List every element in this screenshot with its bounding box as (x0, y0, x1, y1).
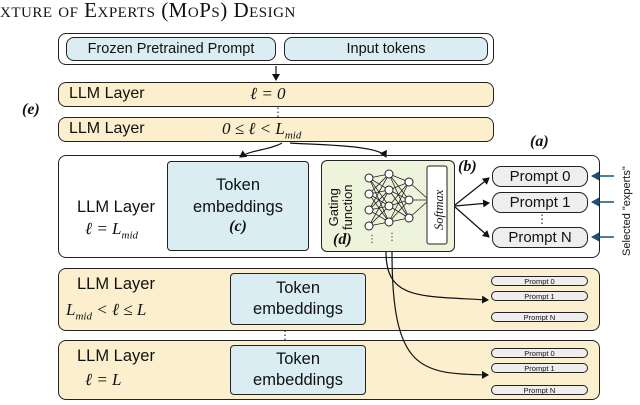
annotation-a: (a) (530, 133, 549, 150)
llm-layer-first-condition: ℓ = 0 (250, 84, 286, 103)
llm-layer-first-label: LLM Layer (69, 85, 145, 102)
svg-text:⋮: ⋮ (367, 234, 377, 245)
layer-ellipsis-top: ⋮ (272, 105, 284, 119)
token-embeddings-mid: Token embeddings (c) (167, 161, 309, 251)
llm-layer-first (58, 82, 494, 107)
layer-ellipsis-bottom: ⋮ (279, 328, 291, 342)
upper-prompt-n: Prompt N (491, 312, 588, 322)
input-tokens-box: Input tokens (284, 37, 488, 61)
prompt-0: Prompt 0 (492, 166, 588, 187)
annotation-b: (b) (458, 158, 477, 175)
llm-layer-mid-condition: ℓ = Lmid (85, 219, 139, 242)
svg-text:⋮: ⋮ (387, 232, 397, 243)
llm-layer-upper-condition: Lmid < ℓ ≤ L (66, 300, 147, 323)
figure-heading: xture of Experts (MoPs) Design (0, 0, 296, 22)
llm-layer-second-condition: 0 ≤ ℓ < Lmid (222, 119, 302, 142)
llm-layer-upper-label: LLM Layer (77, 275, 155, 293)
llm-layer-second-label: LLM Layer (69, 120, 145, 137)
llm-layer-mid-label: LLM Layer (77, 198, 155, 216)
prompt-n: Prompt N (492, 227, 588, 248)
annotation-d: (d) (333, 231, 352, 248)
annotation-c: (c) (229, 218, 247, 235)
last-prompt-1: Prompt 1 (491, 363, 588, 373)
last-prompt-n: Prompt N (491, 385, 588, 395)
annotation-e: (e) (22, 101, 40, 118)
llm-layer-last-condition: ℓ = L (85, 370, 122, 389)
prompt-ellipsis: ⋮ (536, 212, 548, 226)
upper-prompt-0: Prompt 0 (491, 276, 588, 286)
llm-layer-second (58, 117, 494, 142)
upper-prompt-1: Prompt 1 (491, 291, 588, 301)
frozen-prompt-box: Frozen Pretrained Prompt (66, 37, 276, 61)
prompt-1: Prompt 1 (492, 192, 588, 213)
gating-network-svg: ⋮ ⋮ (364, 165, 448, 245)
token-embeddings-upper: Token embeddings (230, 273, 366, 325)
last-prompt-0: Prompt 0 (491, 348, 588, 358)
llm-layer-last-label: LLM Layer (77, 347, 155, 365)
token-embeddings-last: Token embeddings (230, 345, 366, 395)
